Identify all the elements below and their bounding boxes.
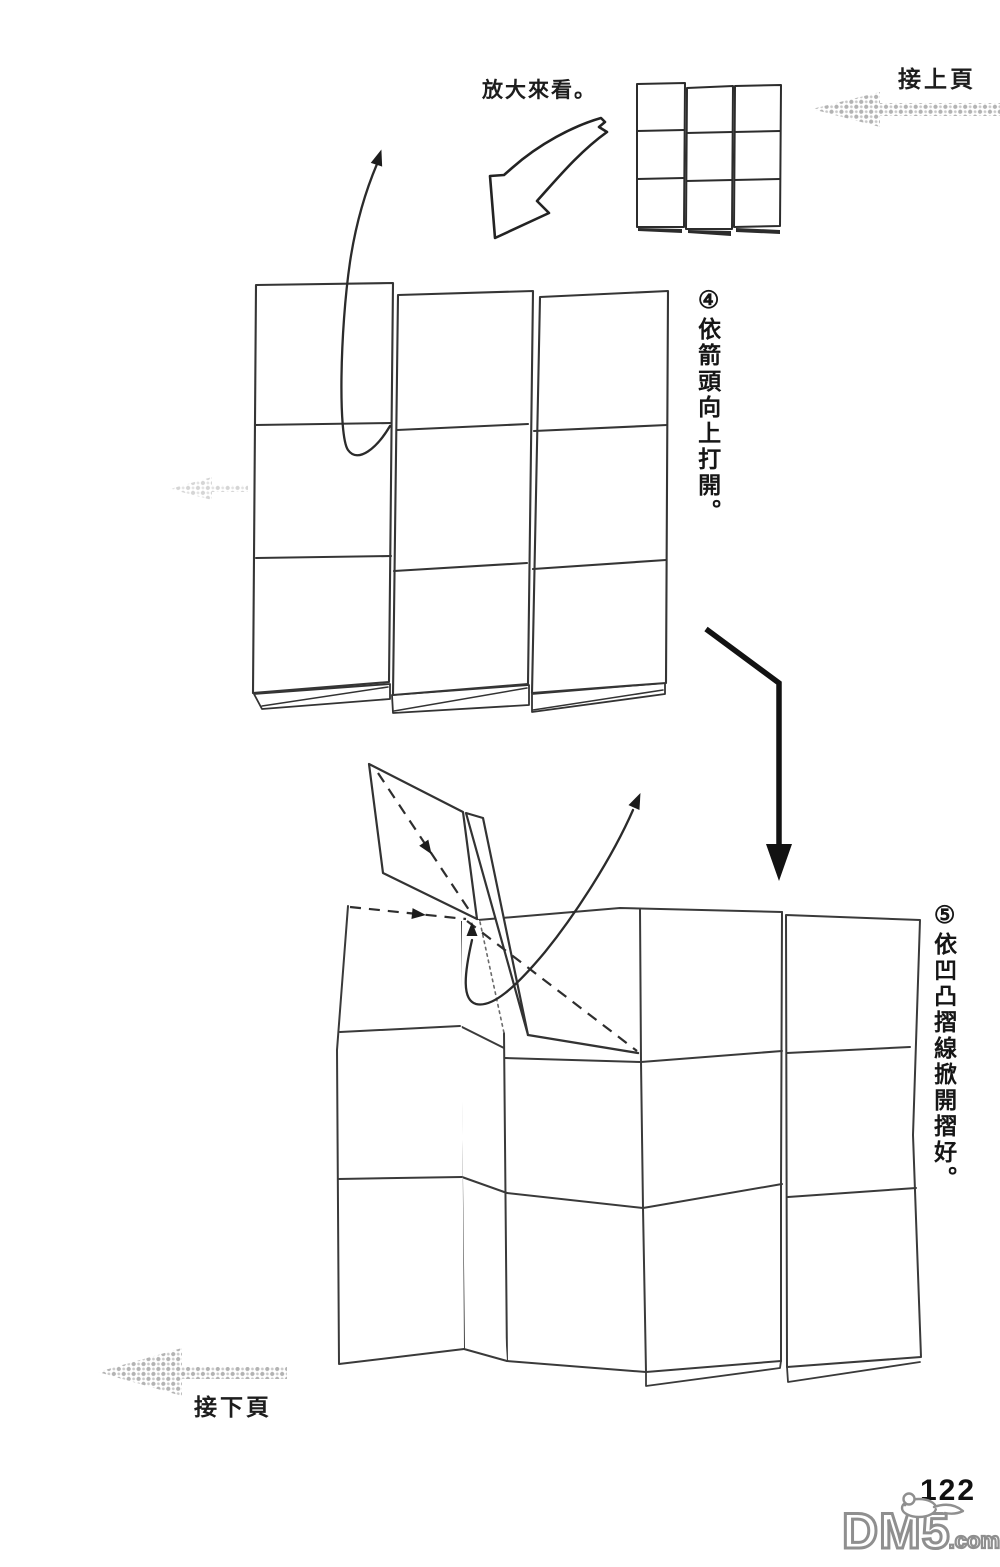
side-arrow-icon <box>170 477 248 500</box>
mouse-doodle-icon <box>900 1492 965 1519</box>
prev-page-arrow-icon <box>812 92 1000 127</box>
prev-page-label: 接上頁 <box>898 66 976 92</box>
fold-direction-arrowheads <box>411 839 478 936</box>
step5-number: ⑤ <box>930 901 958 932</box>
lift-arrow-icon <box>464 792 641 1006</box>
step5-caption: ⑤依凹凸摺線掀開摺好。 <box>930 901 958 1192</box>
step4-caption: ④依箭頭向上打開。 <box>694 286 722 525</box>
step-transition-arrow-icon <box>704 626 792 881</box>
step4-diagram <box>251 149 670 714</box>
step5-diagram <box>336 762 922 1387</box>
dm5-suffix-text: .com <box>947 1527 1000 1554</box>
open-up-arrow-icon <box>340 149 392 457</box>
enlarge-arrow-icon <box>488 116 609 240</box>
next-page-arrow-icon <box>98 1348 287 1396</box>
small-grid-diagram <box>636 82 782 236</box>
enlarge-note: 放大來看。 <box>482 79 597 102</box>
step4-text: 依箭頭向上打開。 <box>694 317 721 525</box>
step5-text: 依凹凸摺線掀開摺好。 <box>930 932 957 1192</box>
next-page-label: 接下頁 <box>194 1394 272 1420</box>
step4-number: ④ <box>694 286 722 317</box>
